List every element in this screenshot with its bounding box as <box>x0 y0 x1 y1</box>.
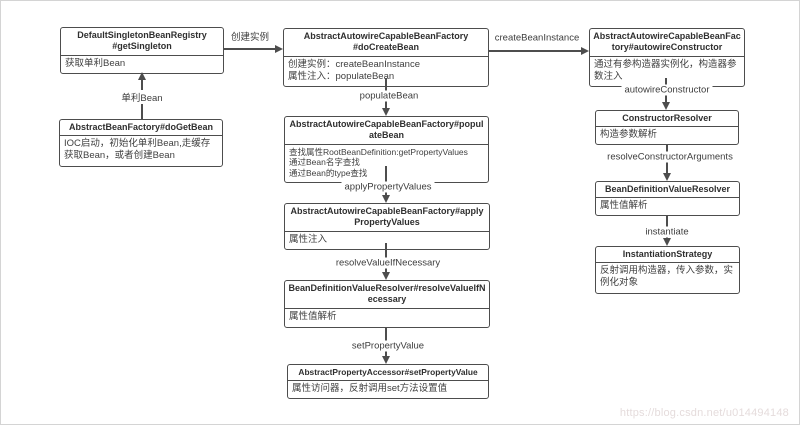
arrow-up-icon <box>138 72 146 80</box>
node-default-singleton-bean-registry: DefaultSingletonBeanRegistry #getSinglet… <box>60 27 224 74</box>
node-title: AbstractAutowireCapableBeanFactory#autow… <box>590 29 744 57</box>
watermark: https://blog.csdn.net/u014494148 <box>619 407 789 419</box>
edge-label-instantiate: instantiate <box>642 226 692 238</box>
node-resolve-value-if-necessary: BeanDefinitionValueResolver#resolveValue… <box>284 280 490 328</box>
node-title: ConstructorResolver <box>596 111 738 128</box>
node-body: 查找属性RootBeanDefinition:getPropertyValues… <box>289 146 468 179</box>
edge-label-apply-property-values: applyPropertyValues <box>341 181 435 193</box>
node-title: AbstractBeanFactory#doGetBean <box>60 120 222 137</box>
node-body: 属性值解析 <box>289 310 337 322</box>
node-body: 构造参数解析 <box>600 129 658 141</box>
node-do-create-bean: AbstractAutowireCapableBeanFactory #doCr… <box>283 28 489 87</box>
arrow-down-icon <box>662 102 670 110</box>
node-body: 属性值解析 <box>600 200 648 212</box>
edge-label-create-bean-instance: createBeanInstance <box>491 32 583 44</box>
node-body: 反射调用构造器，传入参数，实例化对象 <box>600 265 734 289</box>
edge-line-create-bean-instance <box>489 50 582 52</box>
node-title: BeanDefinitionValueResolver <box>596 182 739 199</box>
node-title: InstantiationStrategy <box>596 247 739 264</box>
node-title: AbstractPropertyAccessor#setPropertyValu… <box>288 365 488 381</box>
node-body: 获取单利Bean <box>65 57 126 69</box>
edge-label-singleton-bean: 单利Bean <box>118 90 166 104</box>
node-body: 属性注入 <box>289 233 328 245</box>
arrow-down-icon <box>663 173 671 181</box>
edge-line-apply-property-values <box>385 166 387 196</box>
edge-label-resolve-value-if-necessary: resolveValueIfNecessary <box>332 257 444 269</box>
node-apply-property-values: AbstractAutowireCapableBeanFactory#apply… <box>284 203 490 250</box>
edge-label-autowire-constructor: autowireConstructor <box>621 84 713 96</box>
edge-label-set-property-value: setPropertyValue <box>348 340 428 352</box>
node-bean-definition-value-resolver: BeanDefinitionValueResolver 属性值解析 <box>595 181 740 217</box>
node-set-property-value: AbstractPropertyAccessor#setPropertyValu… <box>287 364 489 399</box>
node-autowire-constructor: AbstractAutowireCapableBeanFactory#autow… <box>589 28 745 87</box>
node-body: IOC启动，初始化单利Bean,走缓存获取Bean，或者创建Bean <box>64 138 211 162</box>
edge-label-resolve-constructor-arguments: resolveConstructorArguments <box>604 151 736 163</box>
arrow-down-icon <box>382 272 390 280</box>
node-title: AbstractAutowireCapableBeanFactory#popul… <box>285 117 488 145</box>
arrow-down-icon <box>382 108 390 116</box>
node-constructor-resolver: ConstructorResolver 构造参数解析 <box>595 110 739 146</box>
edge-label-populate-bean: populateBean <box>356 90 422 102</box>
node-title: AbstractAutowireCapableBeanFactory#apply… <box>285 204 489 232</box>
node-title: DefaultSingletonBeanRegistry #getSinglet… <box>61 28 223 56</box>
node-title: BeanDefinitionValueResolver#resolveValue… <box>285 281 489 309</box>
edge-label-create-instance: 创建实例 <box>227 29 273 43</box>
node-body: 创建实例：createBeanInstance 属性注入：populateBea… <box>288 58 421 82</box>
node-do-get-bean: AbstractBeanFactory#doGetBean IOC启动，初始化单… <box>59 119 223 167</box>
node-body: 通过有参构造器实例化，构造器参数注入 <box>594 58 737 82</box>
arrow-down-icon <box>382 195 390 203</box>
arrow-right-icon <box>581 47 589 55</box>
arrow-right-icon <box>275 45 283 53</box>
arrow-down-icon <box>663 238 671 246</box>
node-body: 属性访问器，反射调用set方法设置值 <box>292 382 448 394</box>
node-title: AbstractAutowireCapableBeanFactory #doCr… <box>284 29 488 57</box>
node-instantiation-strategy: InstantiationStrategy 反射调用构造器，传入参数，实例化对象 <box>595 246 740 294</box>
arrow-down-icon <box>382 356 390 364</box>
edge-line-create-instance <box>223 48 276 50</box>
